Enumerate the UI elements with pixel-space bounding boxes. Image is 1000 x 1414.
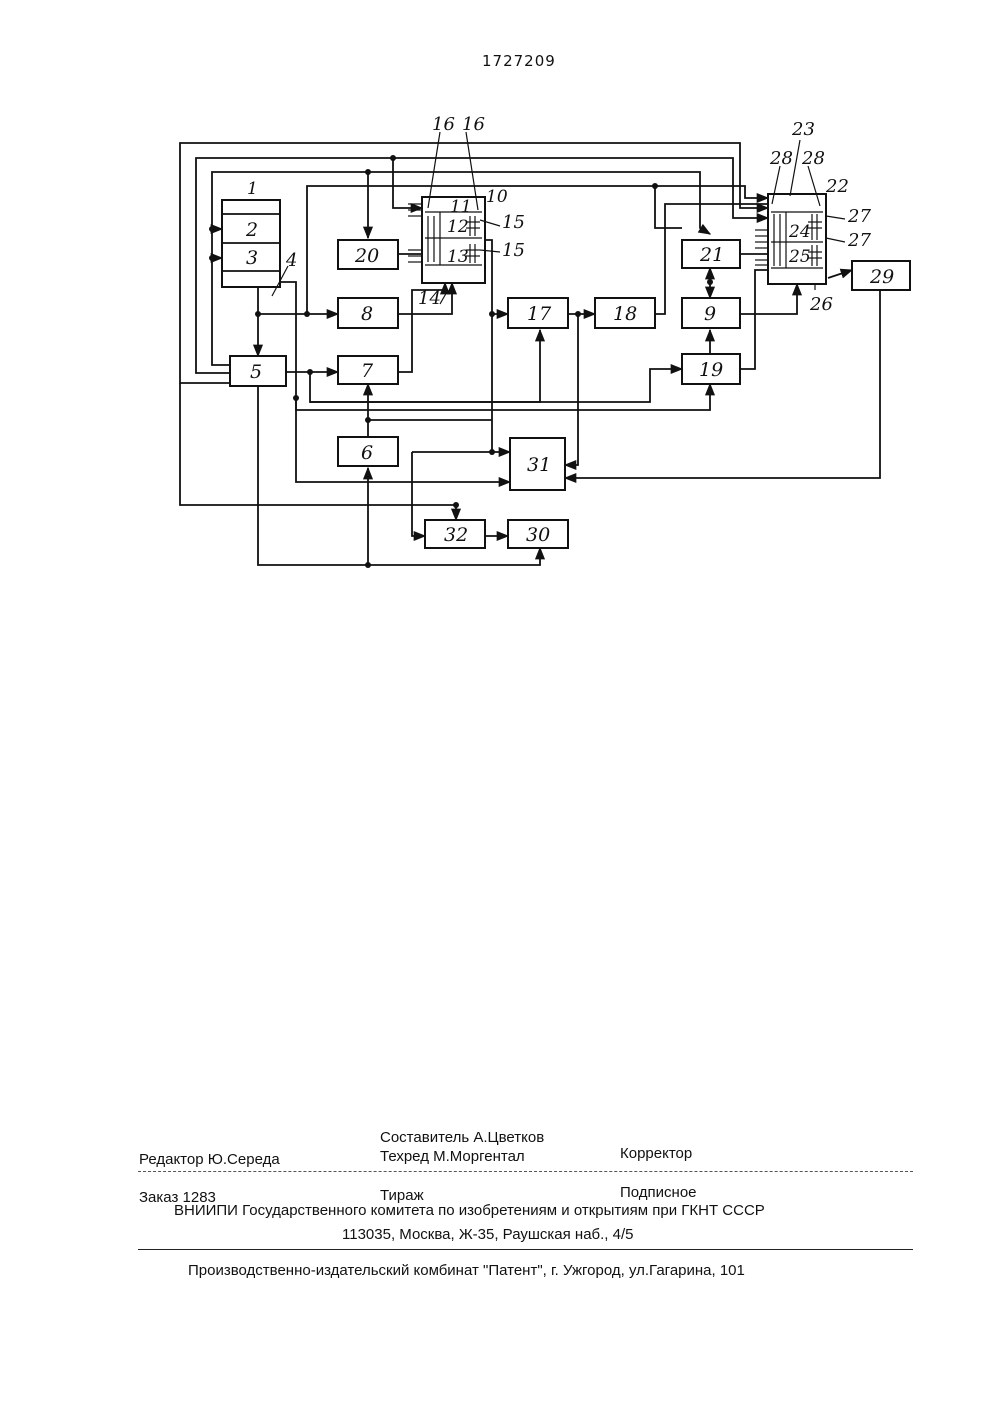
- institution-line: ВНИИПИ Государственного комитета по изоб…: [174, 1202, 765, 1219]
- block-19: 19: [682, 354, 740, 384]
- block-stack-1-2-3: 1 2 3: [222, 179, 280, 287]
- publisher-line: Производственно-издательский комбинат "П…: [188, 1262, 745, 1279]
- block-9: 9: [682, 298, 740, 328]
- block-5-label: 5: [250, 361, 262, 383]
- block-6: 6: [338, 437, 398, 466]
- block-8-label: 8: [361, 303, 373, 325]
- ref-16b: 16: [462, 114, 485, 135]
- ref-28a: 28: [769, 148, 793, 169]
- block-25-label: 25: [788, 247, 811, 267]
- ref-28b: 28: [801, 148, 825, 169]
- block-31-label: 31: [527, 454, 551, 476]
- subscription-line: Подписное: [620, 1184, 697, 1201]
- block-18-label: 18: [613, 303, 637, 325]
- block-29: 29: [852, 261, 910, 290]
- corrector-line: Корректор: [620, 1145, 692, 1162]
- block-30-label: 30: [526, 524, 550, 546]
- divider-solid: [138, 1249, 913, 1250]
- compiler-line: Составитель А.Цветков: [380, 1129, 544, 1146]
- block-5: 5: [230, 356, 286, 386]
- divider-dashed: [138, 1171, 913, 1172]
- techred-line: Техред М.Моргентал: [380, 1148, 525, 1165]
- ref-16a: 16: [432, 114, 455, 135]
- block-8: 8: [338, 298, 398, 328]
- block-24-label: 24: [788, 222, 811, 242]
- block-11-label: 11: [450, 197, 472, 217]
- editor-line: Редактор Ю.Середа: [139, 1151, 280, 1168]
- ref-22: 22: [825, 176, 849, 197]
- block-19-label: 19: [699, 359, 723, 381]
- ref-15b: 15: [502, 240, 525, 261]
- ref-4: 4: [285, 250, 297, 271]
- ref-23: 23: [791, 119, 815, 140]
- block-2-label: 2: [245, 219, 258, 241]
- block-32-label: 32: [444, 524, 468, 546]
- block-20: 20: [338, 240, 398, 269]
- block-10-label: 10: [486, 187, 508, 207]
- block-21-label: 21: [699, 244, 724, 266]
- block-29-label: 29: [869, 266, 894, 288]
- block-17-label: 17: [527, 303, 552, 325]
- block-20-label: 20: [354, 245, 379, 267]
- block-1-label: 1: [247, 179, 258, 199]
- block-diagram: 1 2 3 5 6 7 8 9 10 11 12 13: [0, 0, 1000, 620]
- block-6-label: 6: [361, 442, 373, 464]
- block-30: 30: [508, 520, 568, 548]
- block-3-label: 3: [246, 247, 258, 269]
- block-13-label: 13: [447, 247, 469, 267]
- block-7-label: 7: [361, 360, 374, 382]
- address-line: 113035, Москва, Ж-35, Раушская наб., 4/5: [342, 1226, 634, 1243]
- block-9-label: 9: [704, 303, 716, 325]
- block-12-label: 12: [447, 217, 469, 237]
- ref-15a: 15: [502, 212, 525, 233]
- ref-14: 14: [418, 288, 441, 309]
- block-18: 18: [595, 298, 655, 328]
- block-31: 31: [510, 438, 565, 490]
- ref-26: 26: [809, 294, 833, 315]
- block-32: 32: [425, 520, 485, 548]
- ref-27b: 27: [847, 230, 871, 251]
- block-21: 21: [682, 240, 740, 268]
- block-7: 7: [338, 356, 398, 384]
- ref-27a: 27: [847, 206, 871, 227]
- block-17: 17: [508, 298, 568, 328]
